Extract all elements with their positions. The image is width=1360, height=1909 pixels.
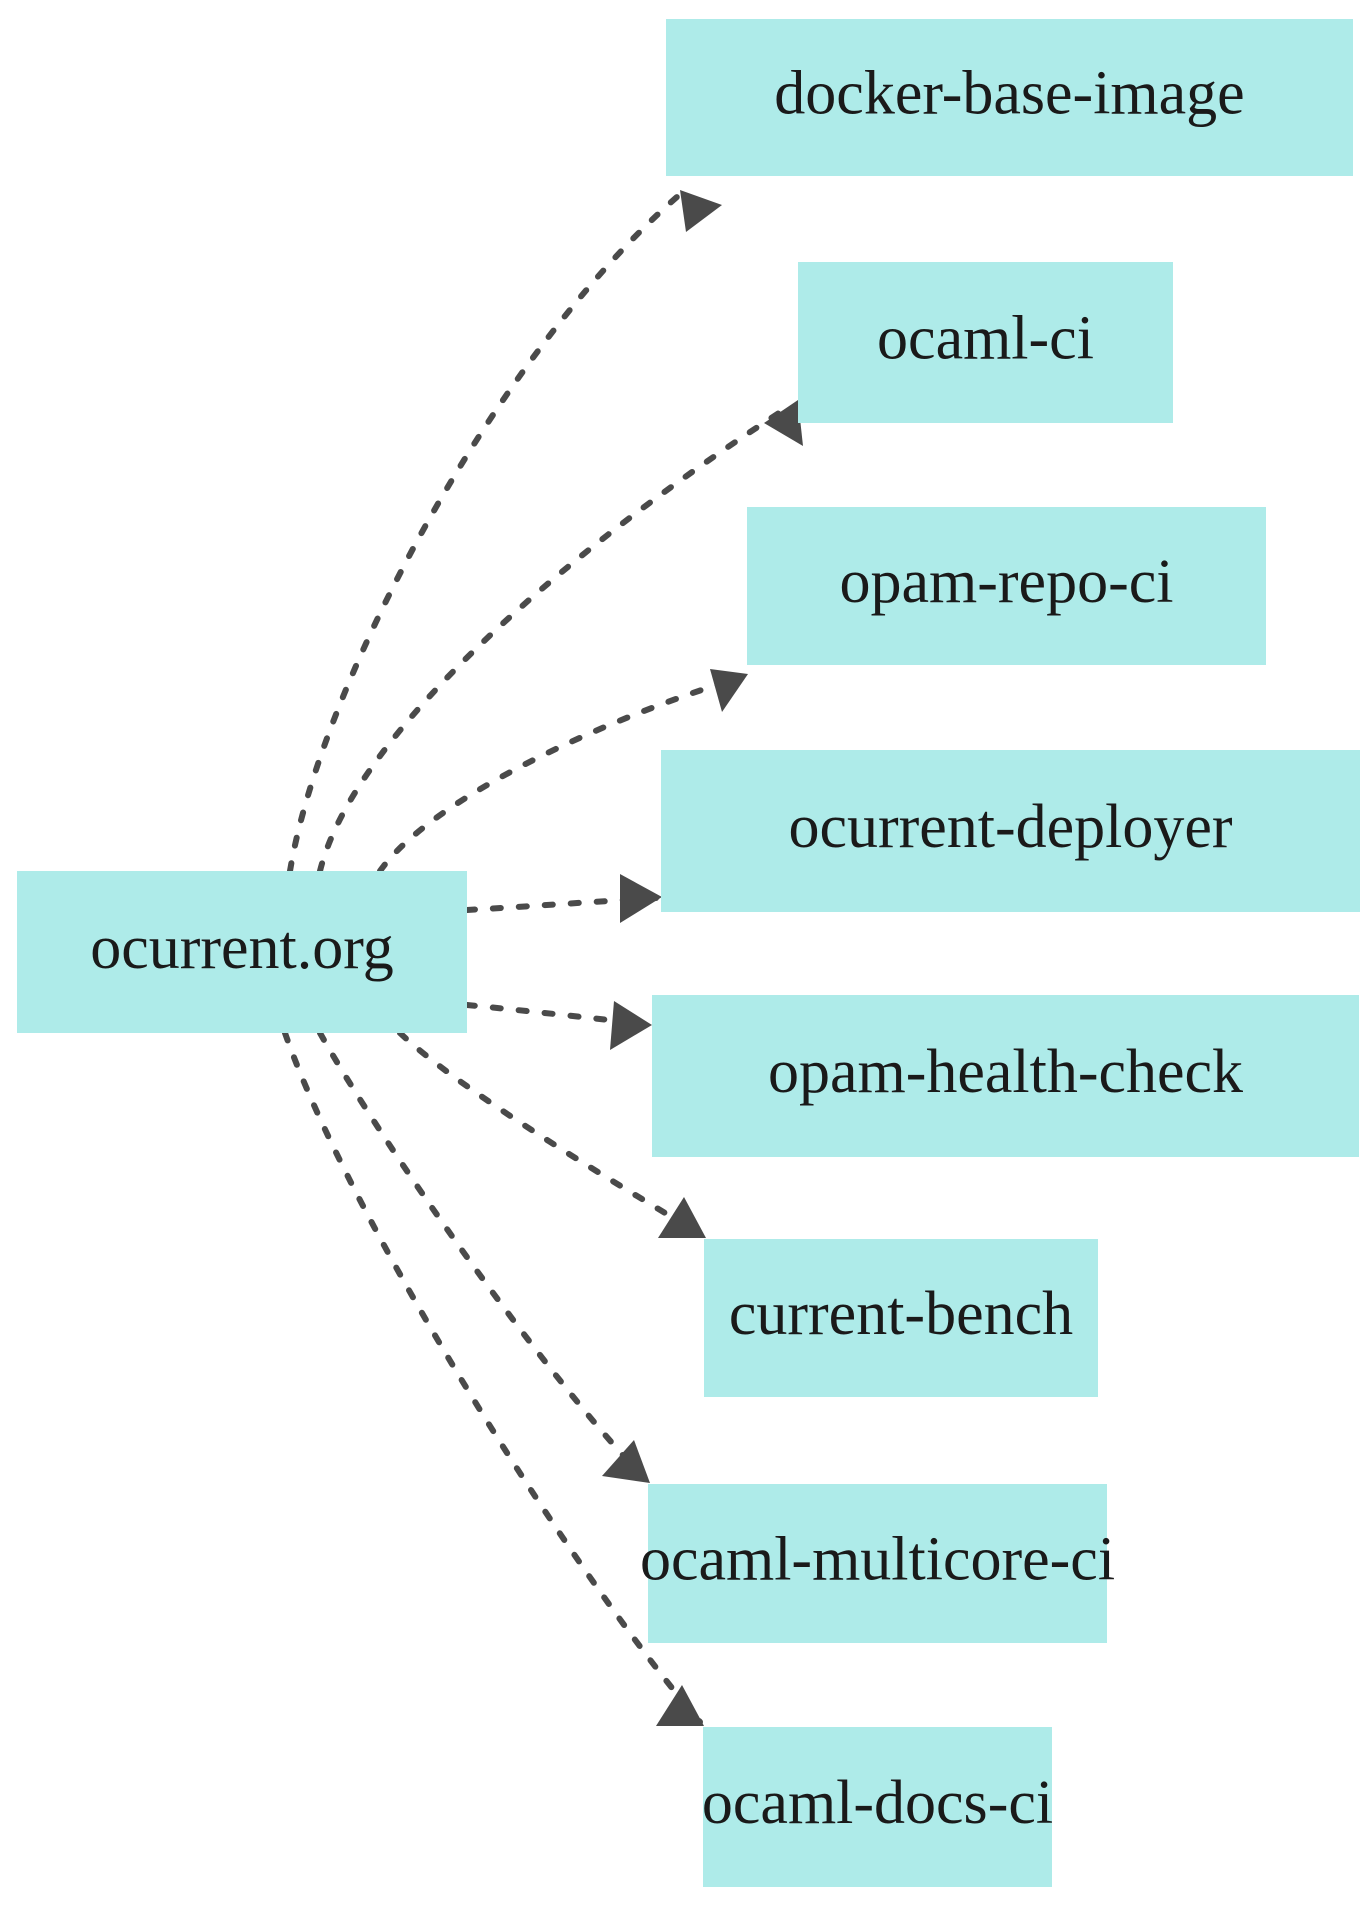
node-docker-base-image[interactable]: docker-base-image [666, 19, 1353, 176]
node-box [666, 19, 1353, 176]
node-ocaml-multicore-ci[interactable]: ocaml-multicore-ci [640, 1484, 1115, 1643]
edge-ocurrent-org-to-ocaml-ci[interactable] [317, 400, 803, 874]
edge-ocurrent-org-to-ocaml-docs-ci[interactable] [282, 1030, 704, 1726]
node-label: current-bench [729, 1280, 1073, 1348]
node-label: opam-health-check [768, 1038, 1243, 1106]
edge-arrowhead-icon [610, 1001, 652, 1050]
node-box [652, 995, 1359, 1157]
node-label: docker-base-image [774, 60, 1244, 128]
node-box [798, 262, 1173, 423]
edge-ocurrent-org-to-opam-health-check[interactable] [464, 1001, 652, 1050]
node-label: ocaml-ci [877, 305, 1094, 373]
edge-arrowhead-icon [658, 1197, 706, 1238]
node-box [661, 750, 1360, 912]
node-label: ocaml-multicore-ci [640, 1526, 1115, 1594]
edge-ocurrent-org-to-ocurrent-deployer[interactable] [464, 874, 662, 923]
edge-ocurrent-org-to-current-bench[interactable] [397, 1030, 706, 1238]
nodes-layer: ocurrent.org docker-base-image ocaml-ci opa… [17, 19, 1360, 1887]
node-box [747, 507, 1266, 665]
node-label: ocurrent-deployer [788, 793, 1232, 861]
node-box [648, 1484, 1107, 1643]
edge-line [317, 1030, 648, 1482]
node-current-bench[interactable]: current-bench [704, 1239, 1098, 1397]
node-ocurrent-deployer[interactable]: ocurrent-deployer [661, 750, 1360, 912]
edge-ocurrent-org-to-opam-repo-ci[interactable] [377, 669, 748, 874]
edge-ocurrent-org-to-ocaml-multicore-ci[interactable] [317, 1030, 650, 1483]
edge-arrowhead-icon [680, 190, 722, 232]
edge-line [397, 1030, 703, 1237]
edge-line [377, 674, 745, 874]
edge-ocurrent-org-to-docker-base-image[interactable] [287, 190, 722, 874]
node-ocurrent-org[interactable]: ocurrent.org [17, 871, 467, 1033]
edge-arrowhead-icon [656, 1685, 704, 1726]
edge-arrowhead-icon [602, 1440, 650, 1483]
node-ocaml-docs-ci[interactable]: ocaml-docs-ci [702, 1727, 1053, 1887]
edges-layer [282, 190, 803, 1726]
node-ocaml-ci[interactable]: ocaml-ci [798, 262, 1173, 423]
edge-line [317, 401, 796, 874]
edge-line [282, 1030, 703, 1725]
node-label: ocaml-docs-ci [702, 1769, 1053, 1837]
node-label: ocurrent.org [90, 914, 394, 982]
node-box [703, 1727, 1052, 1887]
edge-arrowhead-icon [710, 669, 748, 712]
edge-arrowhead-icon [764, 400, 803, 446]
node-box [17, 871, 467, 1033]
node-opam-health-check[interactable]: opam-health-check [652, 995, 1359, 1157]
node-opam-repo-ci[interactable]: opam-repo-ci [747, 507, 1266, 665]
node-label: opam-repo-ci [840, 548, 1174, 616]
edge-line [287, 193, 681, 874]
node-box [704, 1239, 1098, 1397]
edge-arrowhead-icon [620, 874, 662, 923]
